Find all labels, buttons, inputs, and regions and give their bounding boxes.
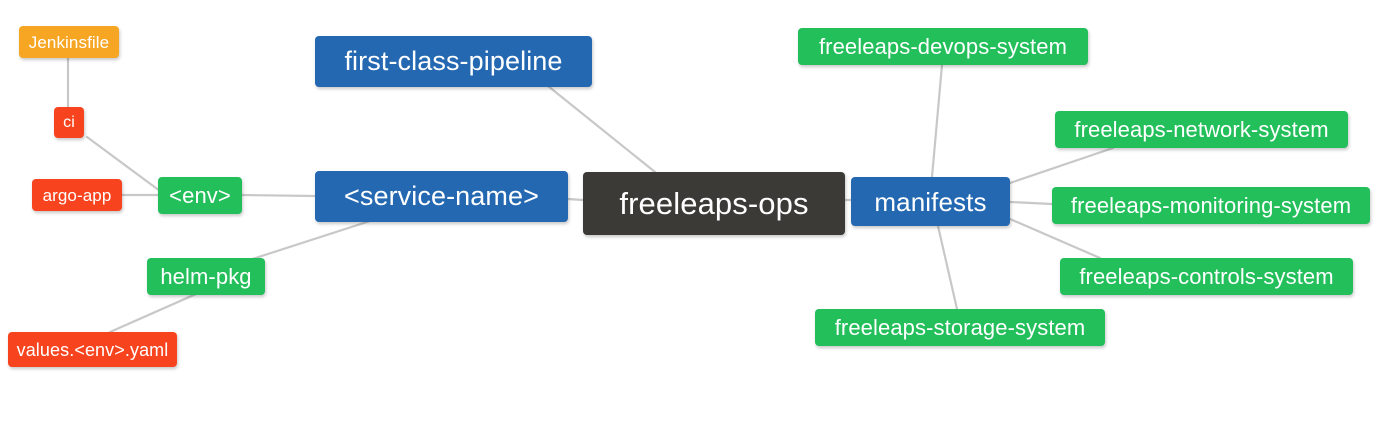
edge-env-service-name <box>240 193 317 198</box>
node-jenkinsfile[interactable]: Jenkinsfile <box>19 26 119 58</box>
node-label: <env> <box>169 182 231 208</box>
node-label: freeleaps-controls-system <box>1079 263 1334 289</box>
node-env[interactable]: <env> <box>158 177 242 214</box>
edge-helm-pkg-service-name <box>238 219 372 265</box>
node-argo-app[interactable]: argo-app <box>32 179 122 211</box>
node-service-name[interactable]: <service-name> <box>315 171 568 222</box>
node-freeleaps-ops[interactable]: freeleaps-ops <box>583 172 845 235</box>
node-freeleaps-storage-system[interactable]: freeleaps-storage-system <box>815 309 1105 346</box>
node-freeleaps-controls-system[interactable]: freeleaps-controls-system <box>1060 258 1353 295</box>
edge-manifests-storage-system <box>936 224 959 311</box>
node-label: values.<env>.yaml <box>16 339 169 360</box>
node-label: helm-pkg <box>160 263 252 289</box>
node-label: freeleaps-network-system <box>1074 116 1329 142</box>
edge-manifests-devops-system <box>930 63 944 179</box>
node-label: <service-name> <box>344 181 539 211</box>
node-label: freeleaps-ops <box>619 186 809 221</box>
node-label: first-class-pipeline <box>344 46 563 76</box>
edge-manifests-controls-system <box>1008 217 1102 260</box>
node-label: manifests <box>874 186 987 217</box>
edge-first-class-pipeline-root <box>546 84 657 174</box>
node-manifests[interactable]: manifests <box>851 177 1010 226</box>
node-label: argo-app <box>42 185 112 205</box>
node-values-env-yaml[interactable]: values.<env>.yaml <box>8 332 177 367</box>
node-label: freeleaps-storage-system <box>834 314 1086 340</box>
node-freeleaps-network-system[interactable]: freeleaps-network-system <box>1055 111 1348 148</box>
node-helm-pkg[interactable]: helm-pkg <box>147 258 265 295</box>
node-first-class-pipeline[interactable]: first-class-pipeline <box>315 36 592 87</box>
node-label: freeleaps-monitoring-system <box>1070 192 1352 218</box>
edge-service-name-root <box>566 197 585 202</box>
node-label: Jenkinsfile <box>28 32 110 52</box>
node-label: ci <box>63 113 75 131</box>
edge-values-helm-pkg <box>108 292 198 334</box>
edge-manifests-monitoring-system <box>1008 200 1054 206</box>
edge-manifests-network-system <box>1008 146 1115 185</box>
node-label: freeleaps-devops-system <box>818 33 1068 59</box>
node-freeleaps-monitoring-system[interactable]: freeleaps-monitoring-system <box>1052 187 1370 224</box>
node-freeleaps-devops-system[interactable]: freeleaps-devops-system <box>798 28 1088 65</box>
node-ci[interactable]: ci <box>54 107 84 138</box>
